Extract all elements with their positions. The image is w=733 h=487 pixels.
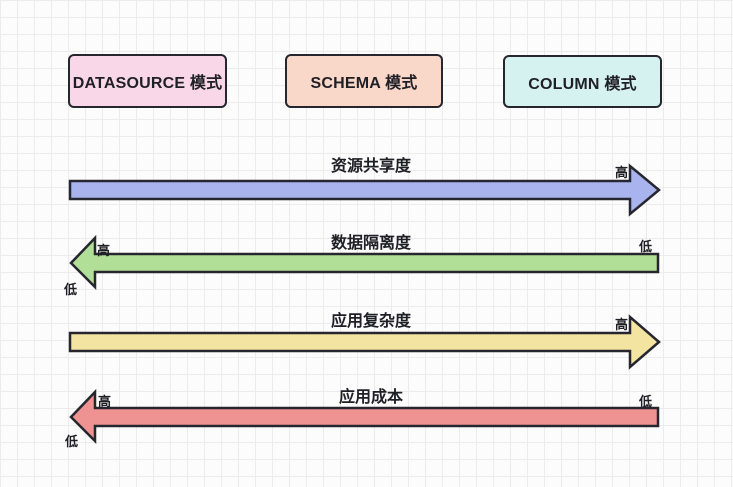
arrow-data-isolation-high-label: 高 [97, 243, 111, 258]
arrow-data-isolation-low-left-label: 低 [64, 282, 78, 297]
arrow-app-complexity-title: 应用复杂度 [330, 313, 412, 330]
arrow-resource-sharing-title: 资源共享度 [330, 158, 412, 175]
arrow-app-cost [69, 388, 660, 445]
arrow-data-isolation [69, 234, 660, 291]
arrow-app-complexity-high-label: 高 [615, 317, 629, 332]
box-datasource-mode: DATASOURCE 模式 [68, 54, 227, 108]
box-column-label: COLUMN 模式 [528, 75, 637, 93]
arrow-resource-sharing [68, 163, 661, 217]
arrow-resource-sharing-high-label: 高 [615, 165, 629, 180]
arrow-app-complexity [68, 314, 661, 370]
arrow-app-cost-low-left-label: 低 [65, 434, 79, 449]
box-column-mode: COLUMN 模式 [503, 55, 662, 108]
arrow-data-isolation-low-right-label: 低 [639, 239, 653, 254]
box-schema-label: SCHEMA 模式 [310, 75, 418, 92]
box-datasource-label: DATASOURCE 模式 [72, 75, 223, 92]
arrow-app-cost-low-right-label: 低 [639, 394, 653, 409]
box-schema-mode: SCHEMA 模式 [285, 54, 443, 108]
arrow-app-cost-high-label: 高 [98, 394, 112, 409]
arrow-data-isolation-title: 数据隔离度 [330, 235, 412, 252]
arrow-app-cost-title: 应用成本 [338, 389, 404, 406]
